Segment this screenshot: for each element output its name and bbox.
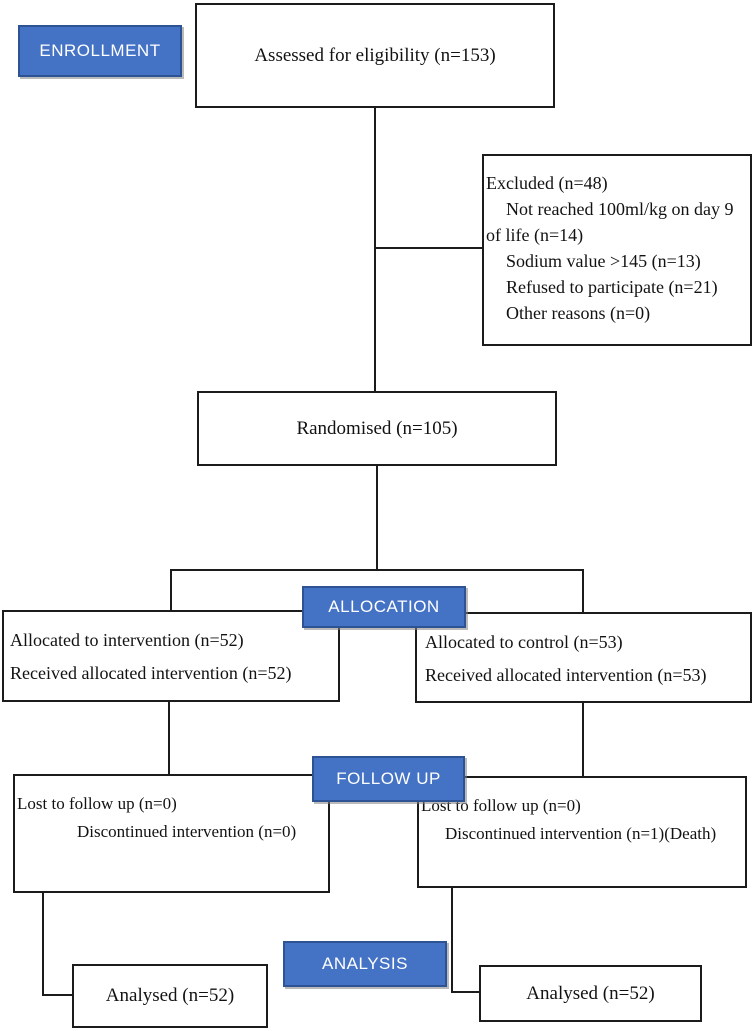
connector-branch-to-excluded [374,247,484,249]
followup-control-line: Discontinued intervention (n=1)(Death) [445,824,717,843]
analysis-stage-badge: ANALYSIS [283,941,447,987]
allocation-intervention-line: Received allocated intervention (n=52) [10,663,292,683]
excluded-reason: Sodium value >145 (n=13) [506,251,701,271]
connector-split-to-intervention [170,569,172,612]
allocation-intervention-line: Allocated to intervention (n=52) [10,630,244,650]
analysed-intervention-box: Analysed (n=52) [72,964,268,1028]
enrollment-stage-label: ENROLLMENT [39,41,161,60]
followup-control-line: Lost to follow up (n=0) [421,796,581,815]
analysed-intervention-text: Analysed (n=52) [105,985,235,1006]
connector-split-to-control [582,569,584,614]
excluded-reason: Not reached 100ml/kg on day 9 of life (n… [486,199,734,245]
allocation-control-line: Allocated to control (n=53) [425,632,623,652]
connector-intervention-to-followup [168,700,170,776]
followup-intervention-line: Discontinued intervention (n=0) [77,822,297,841]
followup-control-box: Lost to follow up (n=0) Discontinued int… [417,776,747,888]
allocation-stage-badge: ALLOCATION [302,586,466,628]
excluded-reason: Other reasons (n=0) [506,303,651,323]
excluded-box: Excluded (n=48) Not reached 100ml/kg on … [482,154,752,346]
connector-control-to-followup [582,701,584,778]
connector-followup-right-to-analysis-vertical [451,886,453,993]
allocation-stage-label: ALLOCATION [328,597,440,616]
followup-stage-label: FOLLOW UP [336,769,441,788]
excluded-title: Excluded (n=48) [486,173,608,193]
connector-randomised-to-split [376,464,378,571]
allocation-control-line: Received allocated intervention (n=53) [425,665,707,685]
followup-intervention-box: Lost to follow up (n=0) Discontinued int… [13,774,330,893]
connector-followup-left-to-analysis-vertical [42,891,44,996]
connector-followup-right-to-analysis-horizontal [451,991,482,993]
allocation-control-box: Allocated to control (n=53) Received all… [415,612,752,703]
connector-assessed-to-randomised [374,106,376,393]
connector-allocation-split [170,569,584,571]
excluded-reason: Refused to participate (n=21) [506,277,718,297]
followup-intervention-line: Lost to follow up (n=0) [17,794,177,813]
enrollment-stage-badge: ENROLLMENT [18,25,182,77]
analysis-stage-label: ANALYSIS [322,954,408,973]
randomised-text: Randomised (n=105) [296,417,458,439]
assessed-eligibility-text: Assessed for eligibility (n=153) [254,44,496,66]
analysed-control-box: Analysed (n=52) [479,965,702,1022]
allocation-intervention-box: Allocated to intervention (n=52) Receive… [2,610,340,702]
followup-stage-badge: FOLLOW UP [312,756,465,802]
assessed-eligibility-box: Assessed for eligibility (n=153) [195,3,555,108]
connector-followup-left-to-analysis-horizontal [42,994,74,996]
randomised-box: Randomised (n=105) [197,391,557,466]
analysed-control-text: Analysed (n=52) [526,982,655,1004]
